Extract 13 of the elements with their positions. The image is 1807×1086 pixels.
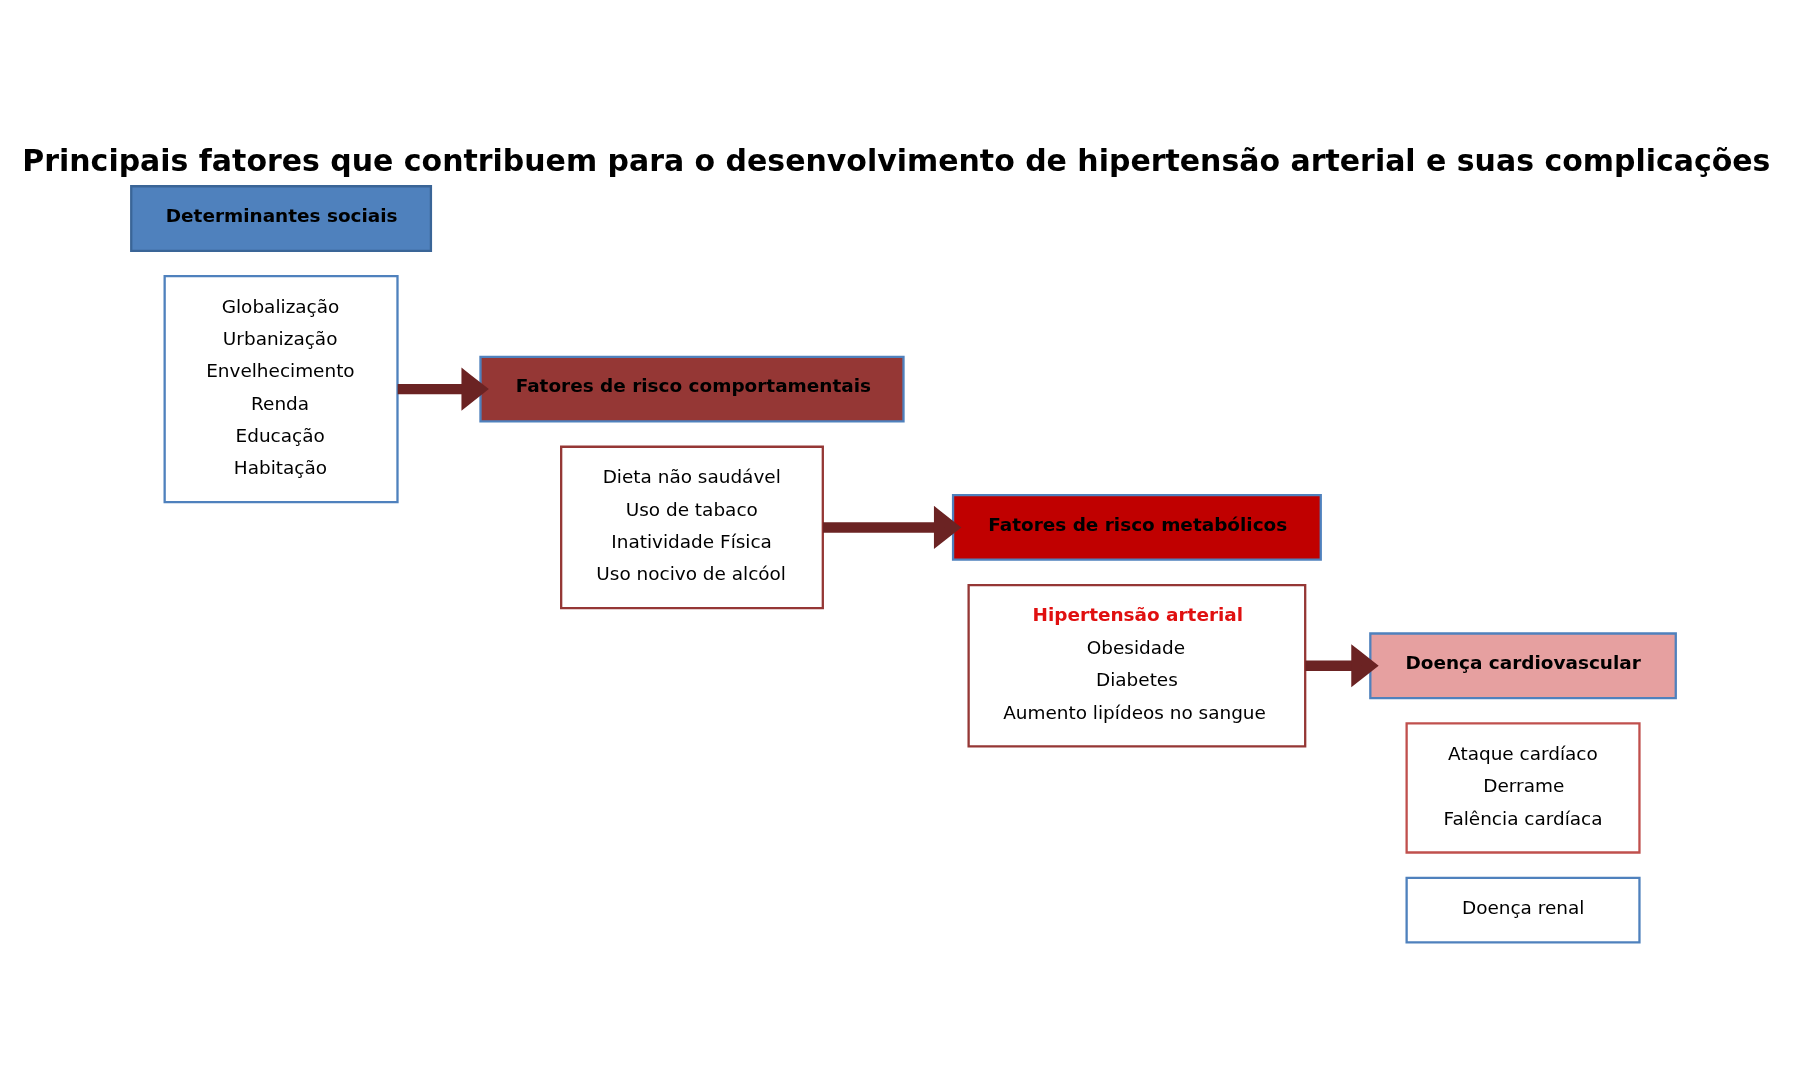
node-box: Fatores de risco comportamentais [479,355,905,423]
node-box: Fatores de risco metabólicos [951,494,1322,561]
arrow [822,505,962,549]
node-box: Dieta não saudável Uso de tabaco Inatividade Física Uso nocivo de alcóol [560,445,824,610]
node-box: Doença renal [1405,876,1641,944]
diagram-title: Principais fatores que contribuem para o desenvolvimento de hipertensão arterial e suas complicações [22,143,1771,179]
node-box: Determinantes sociais [130,185,433,252]
node-box: Ataque cardíaco Derrame Falência cardíaca [1405,722,1641,854]
arrow [1305,644,1379,688]
arrow [397,367,489,411]
node-box: Globalização Urbanização Envelhecimento Renda Educação Habitação [163,275,399,504]
node-box: Hipertensão arterial Obesidade Diabetes Aumento lipídeos no sangue [967,583,1307,748]
node-box: Doença cardiovascular [1369,632,1677,700]
